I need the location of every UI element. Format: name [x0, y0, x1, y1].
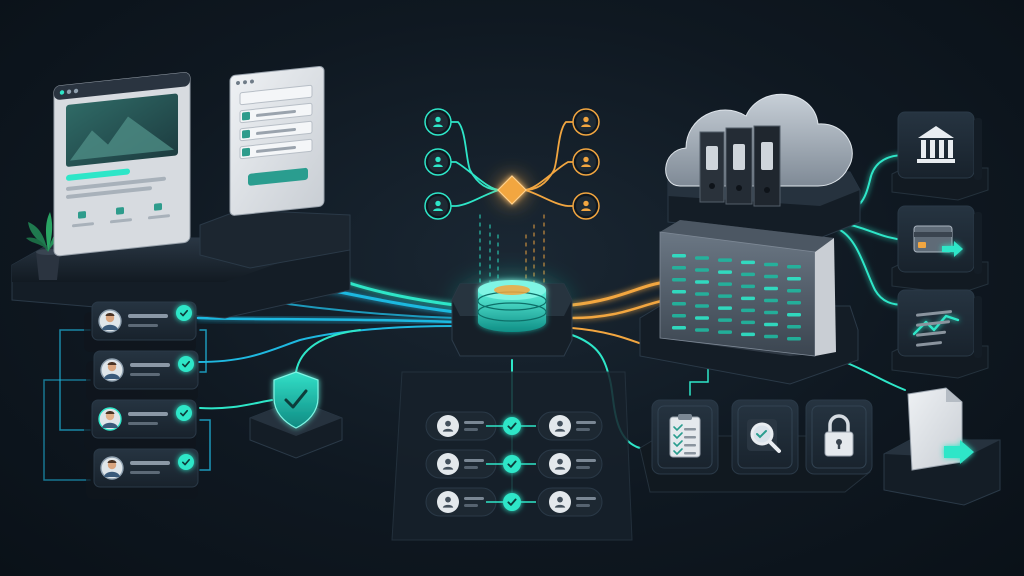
user-pair-check: [503, 417, 521, 435]
security-tile: [651, 399, 719, 475]
magnifier-icon: [747, 419, 781, 453]
security-tile: [731, 399, 799, 475]
fanout-user-left: [424, 148, 452, 176]
form-checklist-icon: [229, 65, 325, 216]
connector-server-to-tiles: [689, 361, 709, 396]
connector-diamond-to-user-r1: [523, 121, 580, 191]
user-row-check: [176, 305, 192, 321]
cloud-storage-group: [665, 93, 861, 239]
user-pair-row: [425, 411, 603, 441]
server-group: [639, 220, 859, 385]
form-submit-bar: [248, 167, 308, 186]
security-tiles-group: [639, 399, 873, 493]
user-pair-check: [503, 455, 521, 473]
connector-row-stitch-2: [199, 419, 211, 471]
user-pair-check: [503, 493, 521, 511]
browser-highlight-bar: [66, 168, 130, 181]
service-tile: [891, 111, 989, 201]
connector-shield-to-hub: [295, 329, 361, 373]
fanout-user-left: [424, 192, 452, 220]
browser-titlebar: [54, 72, 190, 100]
credit-card-icon: [913, 225, 963, 257]
connector-users-to-hub: [196, 316, 457, 324]
database-icon: [477, 280, 547, 332]
padlock-icon: [824, 414, 854, 457]
shield-check-icon: [273, 371, 319, 429]
security-tile: [805, 399, 873, 475]
connector-row-stitch-4: [43, 379, 91, 481]
file-binder-icon: [699, 125, 781, 207]
connector-diamond-to-user-l1: [444, 121, 501, 191]
user-row: [84, 301, 197, 352]
connector-cloud-to-chart: [839, 229, 906, 306]
user-list-group: [84, 301, 199, 499]
decision-diamond-icon: [490, 168, 534, 212]
web-app-group: [11, 65, 351, 319]
export-group: [883, 310, 1001, 506]
connector-users-to-shield: [199, 399, 273, 410]
connector-users-to-hub-2: [197, 325, 456, 363]
user-pair-row: [425, 449, 603, 479]
fanout-user-right: [572, 108, 600, 136]
user-row-check: [176, 405, 192, 421]
service-tiles-group: [891, 111, 989, 379]
server-rack-icon: [659, 220, 836, 357]
server-rack-indicators: [672, 254, 801, 341]
user-row: [84, 399, 197, 450]
bank-icon: [917, 126, 955, 163]
connector-row-stitch-1: [199, 329, 207, 373]
user-avatar: [100, 358, 124, 382]
user-row-check: [178, 454, 194, 470]
user-avatar: [100, 456, 124, 480]
clipboard-checklist-icon: [669, 414, 701, 458]
central-hub: [442, 264, 582, 357]
connector-hub-to-server: [570, 280, 668, 307]
user-pair-row: [425, 487, 603, 517]
fanout-user-left: [424, 108, 452, 136]
user-pairing-group: [391, 371, 633, 541]
user-row: [86, 350, 199, 401]
user-fanout-group: [424, 108, 600, 220]
connector-hub-to-server-2: [570, 298, 668, 320]
fanout-user-right: [572, 148, 600, 176]
shield-node: [249, 371, 343, 459]
user-row-check: [178, 356, 194, 372]
browser-window-icon: [53, 72, 191, 257]
fanout-user-right: [572, 192, 600, 220]
document-export-icon: [907, 310, 974, 471]
user-avatar: [98, 407, 122, 431]
user-avatar: [98, 309, 122, 333]
user-row: [86, 448, 199, 499]
service-tile: [891, 205, 989, 295]
